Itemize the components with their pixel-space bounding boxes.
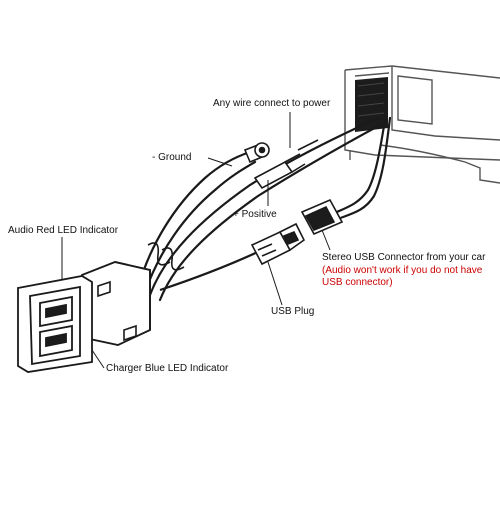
- label-stereo-usb-connector: Stereo USB Connector from your car: [322, 252, 486, 263]
- leader-lines: [61, 112, 331, 369]
- socket-hatch: [357, 82, 385, 117]
- stereo-usb-connector: [300, 198, 344, 236]
- label-usb-plug: USB Plug: [271, 306, 315, 317]
- label-stereo-note-line2: USB connector): [322, 277, 393, 288]
- label-audio-red-led: Audio Red LED Indicator: [8, 225, 119, 236]
- usb-plug-drawing: [159, 222, 306, 292]
- label-any-wire-power: Any wire connect to power: [213, 98, 331, 109]
- switch-module: [17, 261, 151, 373]
- positive-connector: [253, 139, 319, 190]
- module-tabs: [97, 280, 137, 342]
- label-positive: + Positive: [233, 209, 277, 220]
- label-ground: - Ground: [152, 152, 192, 163]
- cable-bundle: [136, 116, 392, 302]
- label-charger-blue-led: Charger Blue LED Indicator: [106, 363, 229, 374]
- ground-ring-terminal: [243, 142, 270, 164]
- car-dashboard: [344, 65, 500, 184]
- label-stereo-note-line1: (Audio won't work if you do not have: [322, 265, 483, 276]
- cable-break-marks: [147, 242, 185, 271]
